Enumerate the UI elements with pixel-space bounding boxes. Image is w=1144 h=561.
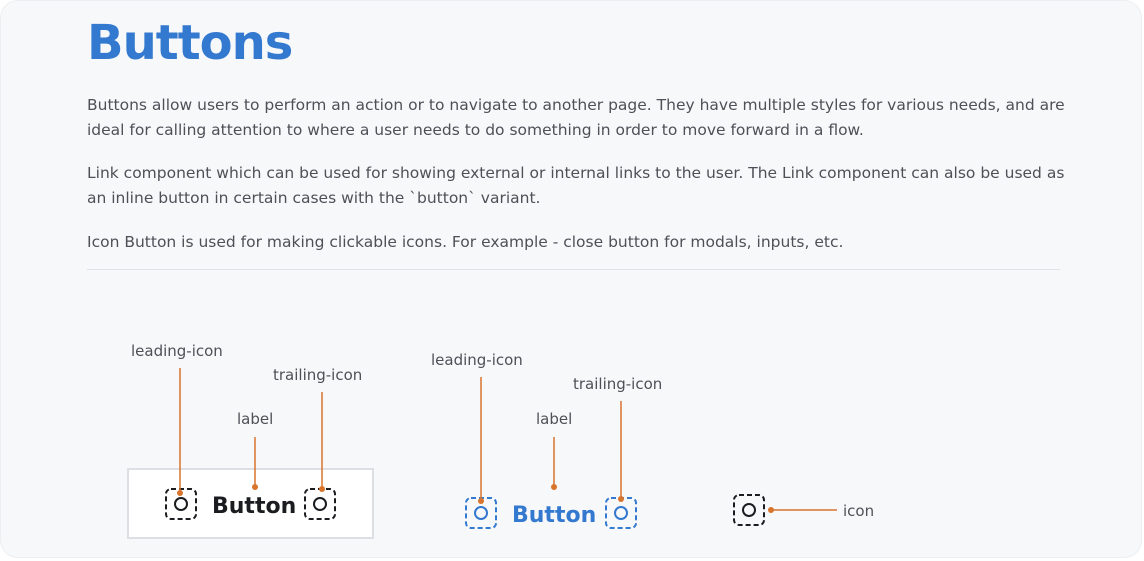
intro-paragraph-icon-button: Icon Button is used for making clickable… — [87, 233, 844, 251]
icon-button-example[interactable] — [733, 494, 765, 526]
trailing-icon-leader-dot — [319, 486, 325, 492]
link-trailing-icon-annotation: trailing-icon — [573, 375, 662, 393]
intro-paragraph-link: Link component which can be used for sho… — [87, 164, 1065, 207]
icon-annotation: icon — [843, 502, 874, 520]
leading-icon-leader-dot — [177, 490, 183, 496]
link-label-text[interactable]: Button — [512, 503, 596, 528]
button-anatomy: Button leading-icon label trailing-icon — [127, 342, 374, 539]
section-divider — [87, 269, 1060, 270]
link-label-annotation: label — [536, 410, 572, 428]
button-label-text: Button — [212, 494, 296, 519]
link-anatomy: Button leading-icon label trailing-icon — [431, 351, 662, 529]
leading-icon-annotation: leading-icon — [131, 342, 223, 360]
link-label-leader-dot — [551, 484, 557, 490]
intro-paragraph-buttons: Buttons allow users to perform an action… — [87, 96, 1065, 139]
leading-icon — [165, 488, 197, 520]
trailing-icon-annotation: trailing-icon — [273, 366, 362, 384]
label-leader-dot — [252, 484, 258, 490]
link-leading-icon-annotation: leading-icon — [431, 351, 523, 369]
icon-leader-dot — [768, 507, 774, 513]
page-title: Buttons — [87, 15, 293, 71]
link-trailing-icon — [605, 497, 637, 529]
label-annotation: label — [237, 410, 273, 428]
link-trailing-icon-leader-dot — [618, 496, 624, 502]
icon-button-anatomy: icon — [733, 494, 874, 526]
link-leading-icon-leader-dot — [478, 498, 484, 504]
button-example[interactable] — [127, 468, 374, 539]
